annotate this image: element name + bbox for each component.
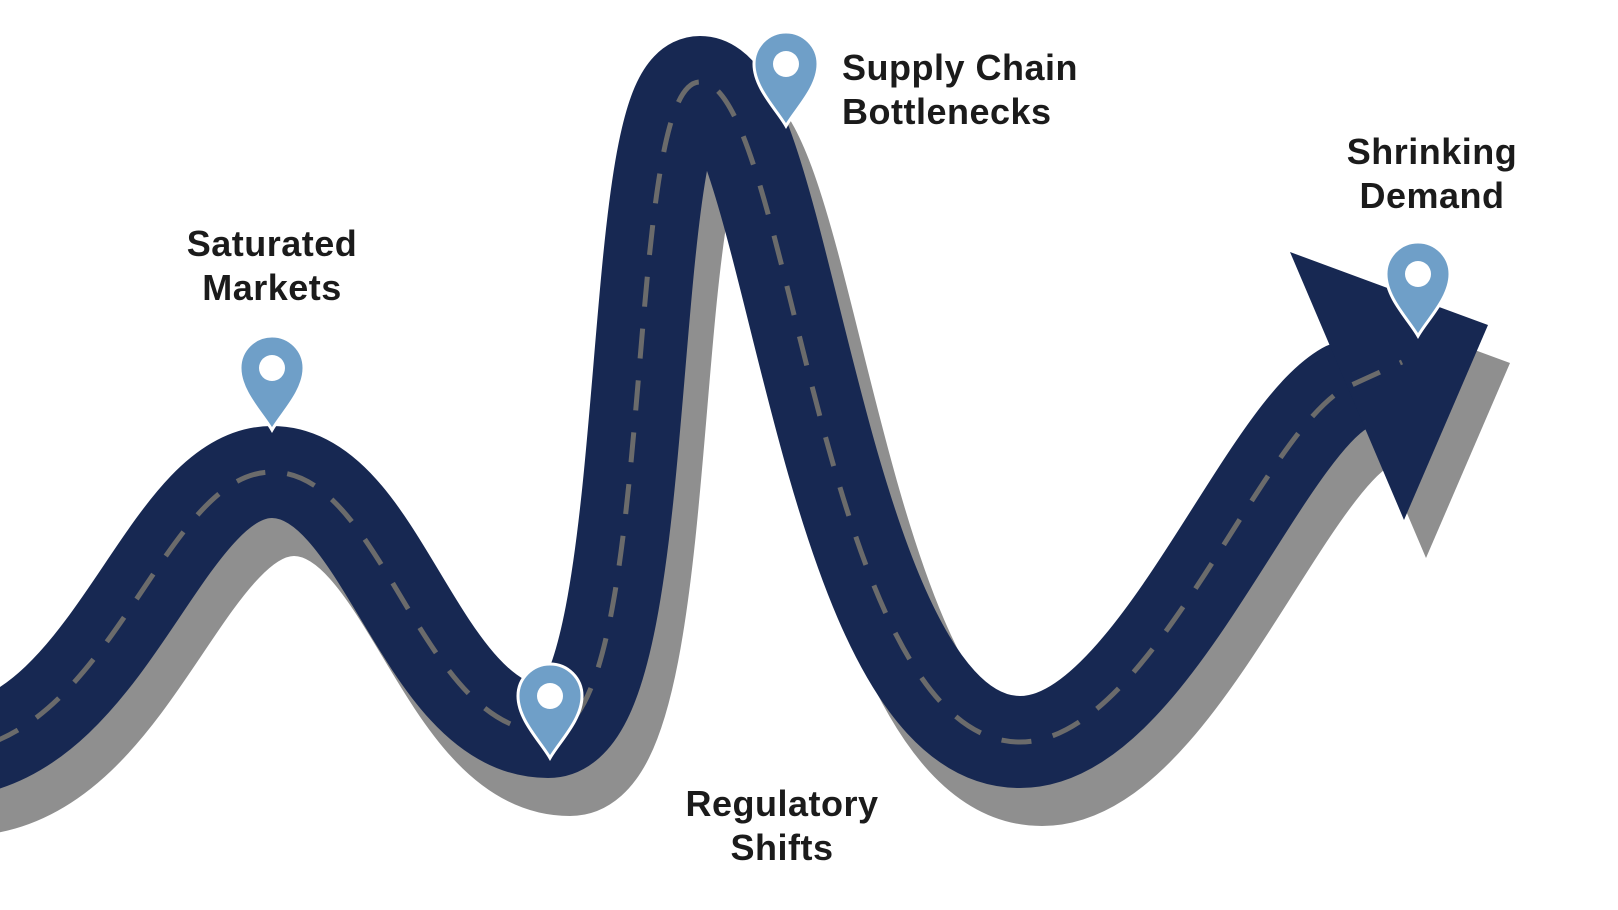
pin-hole: [259, 355, 285, 381]
milestone-label-saturated-markets: Saturated Markets: [186, 223, 358, 308]
road-center-dashes: [0, 79, 1404, 745]
map-pin-icon: [238, 334, 306, 434]
milestone-label-supply-chain-bottlenecks: Supply Chain Bottlenecks: [842, 47, 1079, 132]
map-pin-icon: [1384, 240, 1452, 340]
pin-hole: [537, 683, 563, 709]
milestone-label-regulatory-shifts: Regulatory Shifts: [685, 783, 879, 868]
map-pin-icon: [752, 30, 820, 130]
pin-body: [1384, 240, 1452, 340]
pin-hole: [1405, 261, 1431, 287]
milestone-label-shrinking-demand: Shrinking Demand: [1346, 131, 1518, 216]
arrow-head-icon: [1290, 252, 1488, 520]
pin-hole: [773, 51, 799, 77]
map-pin-icon: [516, 662, 584, 762]
pin-body: [238, 334, 306, 434]
pin-body: [752, 30, 820, 130]
pin-body: [516, 662, 584, 762]
